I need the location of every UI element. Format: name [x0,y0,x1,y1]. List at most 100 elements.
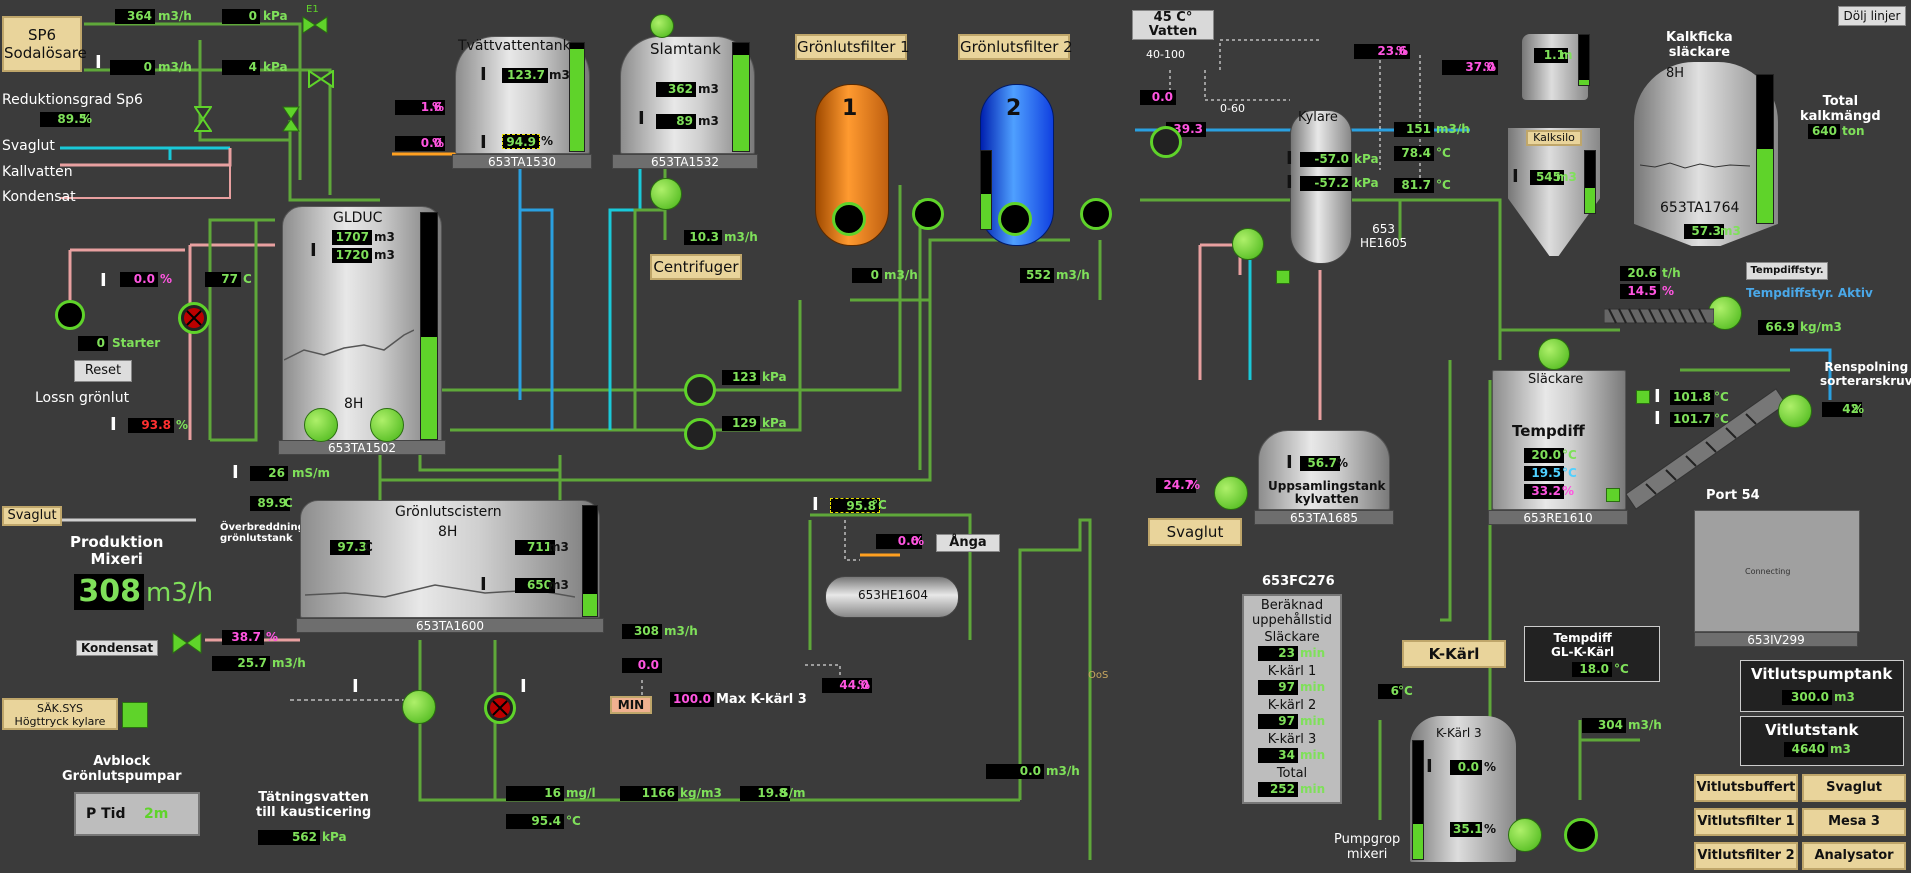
kondensat-button[interactable]: Kondensat [76,640,158,656]
cistern-level-bar [582,505,598,617]
vatten-button[interactable]: 45 C° Vatten [1132,10,1214,40]
valve-icon[interactable] [194,106,212,132]
filter2-drain-motor-icon[interactable] [1080,198,1112,230]
sp6-sub: Sodalösare [4,44,87,62]
tempdiffstyr-aktiv-label: Tempdiffstyr. Aktiv [1746,286,1873,300]
mesa3-button[interactable]: Mesa 3 [1802,808,1906,836]
sak-sys-button[interactable]: SÄK.SYS Högttryck kylare [2,698,118,730]
centr-flow-value: 10.3 [684,230,722,245]
centrifuger-motor-icon[interactable] [650,178,682,210]
sp6-sodalosare-button[interactable]: SP6 Sodalösare [2,16,87,72]
pump-flow-value: 0.0 [986,764,1044,779]
overbreddning-label: Överbreddning grönlutstank [220,522,305,544]
renspolning-motor-icon[interactable] [1778,394,1812,428]
pct44-value: 44.0 [822,678,872,693]
kalksilo-button[interactable]: Kalksilo [1526,130,1582,146]
centrifuger-button[interactable]: Centrifuger [650,254,742,280]
anga-button[interactable]: Ånga [936,534,1000,552]
valve-icon[interactable] [282,106,300,132]
k3-level-bar [1412,740,1424,860]
k-karl-button[interactable]: K-Kärl [1402,640,1506,668]
svaglut-mid-button[interactable]: Svaglut [1148,518,1242,546]
filter-valve-motor-icon[interactable] [684,418,716,450]
svaglut-br-button[interactable]: Svaglut [1802,774,1906,802]
c899-value: 89.9 [250,496,290,511]
fc276-row-value: 34 [1258,748,1298,763]
k3-valve-motor-icon[interactable] [1564,818,1598,852]
he1604-exchanger[interactable] [825,576,959,618]
pipe [633,208,665,430]
kond-pct-value: 38.7 [222,630,264,645]
instrument-icon: I [480,64,487,85]
unit: m3 [548,540,569,554]
filter1-drain-motor-icon[interactable] [912,198,944,230]
fault-x-icon [490,698,510,718]
valve-icon[interactable] [302,16,328,34]
tempdiffstyr-button[interactable]: Tempdiffstyr. [1746,262,1828,280]
dolj-linjer-button[interactable]: Dölj linjer [1838,6,1906,26]
pipe [60,148,232,167]
kyl151-value: 151 [1394,122,1434,137]
gronlutsfilter1-button[interactable]: Grönlutsfilter 1 [795,34,910,60]
min-button[interactable]: MIN [610,696,652,714]
vt4640-value: 4640 [1784,742,1828,757]
unit: m3 [548,578,569,592]
valve-icon[interactable] [308,70,334,88]
glduc-tank[interactable] [282,206,442,442]
fc276-row-unit: min [1300,714,1326,728]
vitlutsfilter2-button[interactable]: Vitlutsfilter 2 [1694,842,1798,870]
instrument-icon: I [95,52,102,73]
unit: m3/h [272,656,306,670]
silo-small[interactable] [1522,34,1588,100]
unit: °C [1714,390,1729,404]
produktion-mixeri-value: 308 [74,574,144,610]
fc276-row-label: K-kärl 1 [1267,664,1317,679]
reset-button[interactable]: Reset [74,360,132,382]
screw-conveyor-icon [1604,308,1714,324]
valve-icon[interactable] [172,632,202,654]
vat0-value: 0.0 [1140,90,1176,105]
kalkficka-vessel[interactable] [1634,62,1778,246]
svaglut-left-button[interactable]: Svaglut [2,506,62,526]
unit: kPa [762,370,787,384]
port54-panel[interactable]: Connecting [1694,510,1860,632]
produktion-mixeri-label: Produktion Mixeri [70,533,164,568]
renspolning-label: Renspolning sorterarskruv [1820,360,1911,388]
gronlutscistern[interactable] [300,500,600,618]
glduc-pump2-icon[interactable] [370,408,404,442]
silo11-value: 1.1 [1534,48,1568,63]
cistern-pump1-icon[interactable] [402,690,436,724]
kyl-p1-value: -57.0 [1300,152,1352,167]
vatten-valve-motor-icon[interactable] [1150,126,1182,158]
unit: Starter [112,336,161,350]
k3-pump-icon[interactable] [1508,818,1542,852]
pipe [1204,70,1290,101]
analysator-button[interactable]: Analysator [1802,842,1906,870]
k-karl3-vessel[interactable] [1410,716,1516,862]
upp-pump-icon[interactable] [1214,476,1248,510]
lossn-motor-icon[interactable] [55,300,85,330]
vitlutstank-box[interactable]: Vitlutstank [1740,716,1904,766]
pipe [60,148,231,199]
filter1-motor-icon[interactable] [832,202,866,236]
kallvatten-label: Kallvatten [2,164,73,180]
sak-sys-indicator[interactable] [122,702,148,728]
unit: kPa [263,9,288,23]
kylare-pump-icon[interactable] [1232,228,1264,260]
slackare-motor-icon[interactable] [1538,338,1570,370]
kyl817-value: 81.7 [1394,178,1434,193]
vitlutspumptank-box[interactable]: Vitlutspumptank [1740,660,1904,712]
vitlutsfilter1-button[interactable]: Vitlutsfilter 1 [1694,808,1798,836]
filter2-motor-icon[interactable] [998,202,1032,236]
glduc-pump1-icon[interactable] [304,408,338,442]
kondensat-label: Kondensat [2,189,76,205]
lossn-pct-value: 0.0 [120,272,158,287]
connecting-label: Connecting [1745,567,1791,576]
vitlutsbuffert-button[interactable]: Vitlutsbuffert [1694,774,1798,802]
th206-value: 20.6 [1620,266,1660,281]
filter-valve-motor-icon[interactable] [684,374,716,406]
vpt300-value: 300.0 [1782,690,1832,705]
pipe [810,513,972,640]
gronlutsfilter2-button[interactable]: Grönlutsfilter 2 [958,34,1073,60]
slamtank-motor-icon[interactable] [650,14,674,38]
